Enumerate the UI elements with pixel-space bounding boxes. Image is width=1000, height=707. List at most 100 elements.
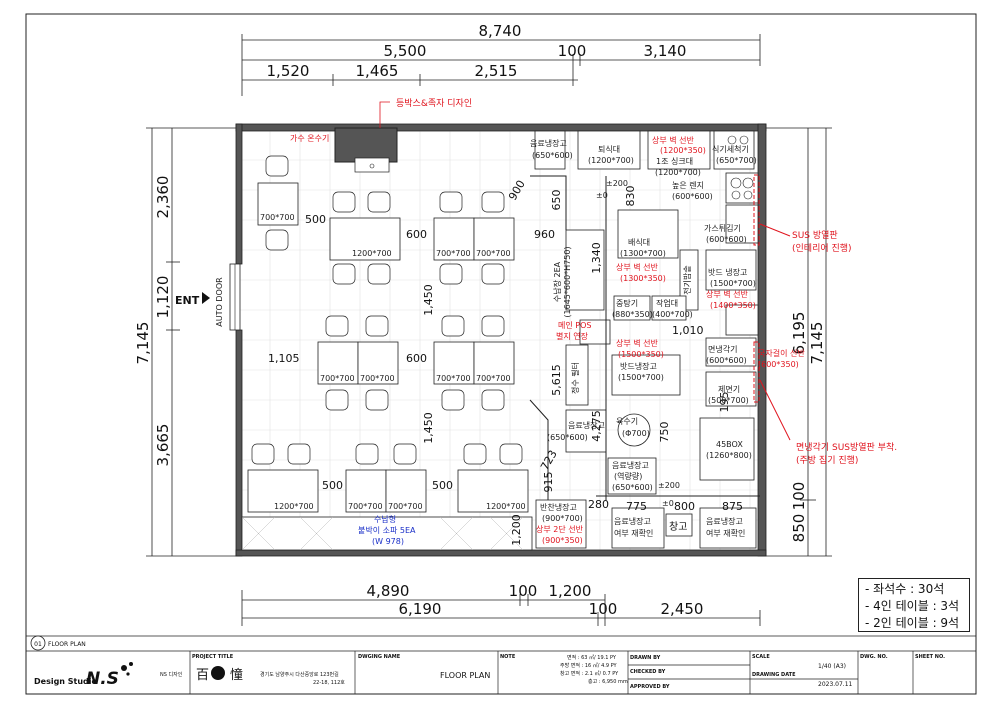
dim-left-lower: 3,665 [154, 424, 172, 467]
dining-tables [247, 182, 529, 513]
gap-dim: 1,010 [672, 324, 704, 337]
table-size-label: 700*700 [476, 374, 511, 383]
chairs [251, 155, 523, 465]
date-header: DRAWING DATE [752, 672, 796, 678]
chair [365, 389, 389, 411]
sofa-dim: (W 978) [372, 537, 404, 546]
shelf-right-dim: (1400*350) [710, 301, 756, 310]
built-in-sofa [241, 516, 533, 551]
gap-dim: ±0 [596, 191, 608, 200]
noodle-cooler [705, 337, 757, 367]
bottom-dimension-lines [241, 590, 761, 626]
project-logo-char: 百 [196, 668, 209, 683]
chair [481, 191, 505, 213]
sofa-label: 수납형 [374, 515, 396, 524]
lightbox-leader [379, 101, 390, 128]
pos-sub: 별지 연장 [556, 331, 589, 341]
gap-dim: 800 [674, 500, 695, 513]
side-fridge-label: 반찬냉장고 [540, 502, 577, 512]
table-2p [357, 341, 399, 385]
table-2p [345, 469, 387, 513]
dim-bottom-total-left: 6,190 [399, 600, 442, 618]
approved-by-label: APPROVED BY [630, 684, 670, 690]
cold-table2-label: 밧드냉장고 [620, 361, 657, 371]
studio-logo-dots [121, 662, 133, 676]
gap-dim: ±200 [658, 481, 680, 490]
lightbox-annotation: 등박스&족자 디자인 [396, 98, 472, 109]
shelf-low-label: 상부 벽 선반 [616, 338, 659, 348]
chair [265, 229, 289, 251]
workbench-dim: (400*700) [652, 310, 693, 319]
range [725, 172, 759, 204]
chair [287, 443, 311, 465]
dim-right-bottom: 100 [790, 482, 808, 511]
dwg-name: FLOOR PLAN [440, 671, 490, 680]
note-line-1: 면적 : 63 ㎡/ 19.1 PY [567, 654, 617, 661]
auto-door[interactable] [229, 263, 241, 331]
storage-label: 수납장 2EA [552, 261, 562, 302]
table-size-label: 700*700 [476, 249, 511, 258]
gap-dim: 1,340 [590, 242, 603, 274]
dim-bottom-gap1: 100 [509, 582, 538, 600]
filter-label: 정수 필터 [570, 362, 580, 394]
entry-arrow-icon [202, 292, 210, 304]
fryer-dim: (600*600) [706, 235, 747, 244]
beverage-fridge-low [607, 457, 657, 495]
sterilizer-dim: (880*350) [612, 310, 653, 319]
drawn-by-label: DRAWN BY [630, 655, 661, 661]
table-4p [329, 217, 401, 261]
chair [499, 443, 523, 465]
sheet-number: 01 [34, 641, 42, 648]
gap-dim: ±0 [662, 499, 674, 508]
chair [325, 389, 349, 411]
gap-dim: 195 [718, 392, 731, 413]
dwg-no-header: DWG. NO. [860, 654, 888, 660]
chair [481, 315, 505, 337]
range-burners [727, 135, 754, 200]
gap-dim: 830 [624, 186, 637, 207]
sheet-no-header: SHEET NO. [915, 654, 945, 660]
workbench [651, 295, 687, 321]
gap-dim: 960 [534, 228, 555, 241]
rice-label: 전기밥솥 [682, 265, 692, 294]
gap-dim: 1,105 [268, 352, 300, 365]
table-2p [317, 341, 359, 385]
range-label: 높은 렌지 [672, 180, 704, 190]
dim-right-lower: 850 [790, 514, 808, 543]
bev-fridge-low-dim: (650*600) [612, 483, 653, 492]
fridge-check2-label: 음료냉장고 [706, 516, 743, 526]
gap-dim: 915 [542, 472, 555, 493]
table-2p [385, 469, 427, 513]
chair [325, 315, 349, 337]
summary-line: - 2인 테이블 : 9석 [865, 616, 960, 630]
dim-bottom-seg1: 4,890 [367, 582, 410, 600]
fryer-label: 가스튀김기 [704, 223, 741, 233]
noodle-dim: (500*700) [708, 396, 749, 405]
table-4p [247, 469, 319, 513]
checked-by-label: CHECKED BY [630, 669, 666, 675]
gap-dim: 4,275 [590, 410, 603, 442]
storage-room [665, 513, 693, 537]
gap-dim: ±200 [606, 179, 628, 188]
dim-bottom-total-right: 2,450 [661, 600, 704, 618]
storage-dim: (1645*600*H750) [563, 246, 572, 317]
shelf-top-dim: (1200*350) [660, 146, 706, 155]
cold-table [705, 249, 757, 291]
dim-seg3: 2,515 [475, 62, 518, 80]
box-45 [699, 417, 755, 481]
gap-dim: 5,615 [550, 364, 563, 396]
side-fridge-dim: (900*700) [542, 514, 583, 523]
drawing-border [25, 13, 977, 695]
soup-boiler [617, 413, 651, 447]
sus-panels [753, 174, 791, 441]
dish-return-counter [577, 130, 641, 170]
bev-fridge-mid-dim: (650*600) [547, 433, 588, 442]
sterilizer-label: 중탕기 [616, 298, 638, 308]
shelf-top-label: 상부 벽 선반 [652, 135, 695, 145]
table-size-label: 700*700 [348, 502, 383, 511]
fridge-recheck-1 [611, 507, 665, 549]
sus-panel-annotation: SUS 방열판 [792, 230, 838, 241]
table-size-label: 700*700 [436, 249, 471, 258]
bev-fridge-low-label: 음료냉장고 [612, 460, 649, 470]
project-name-char: 憧 [230, 668, 243, 683]
